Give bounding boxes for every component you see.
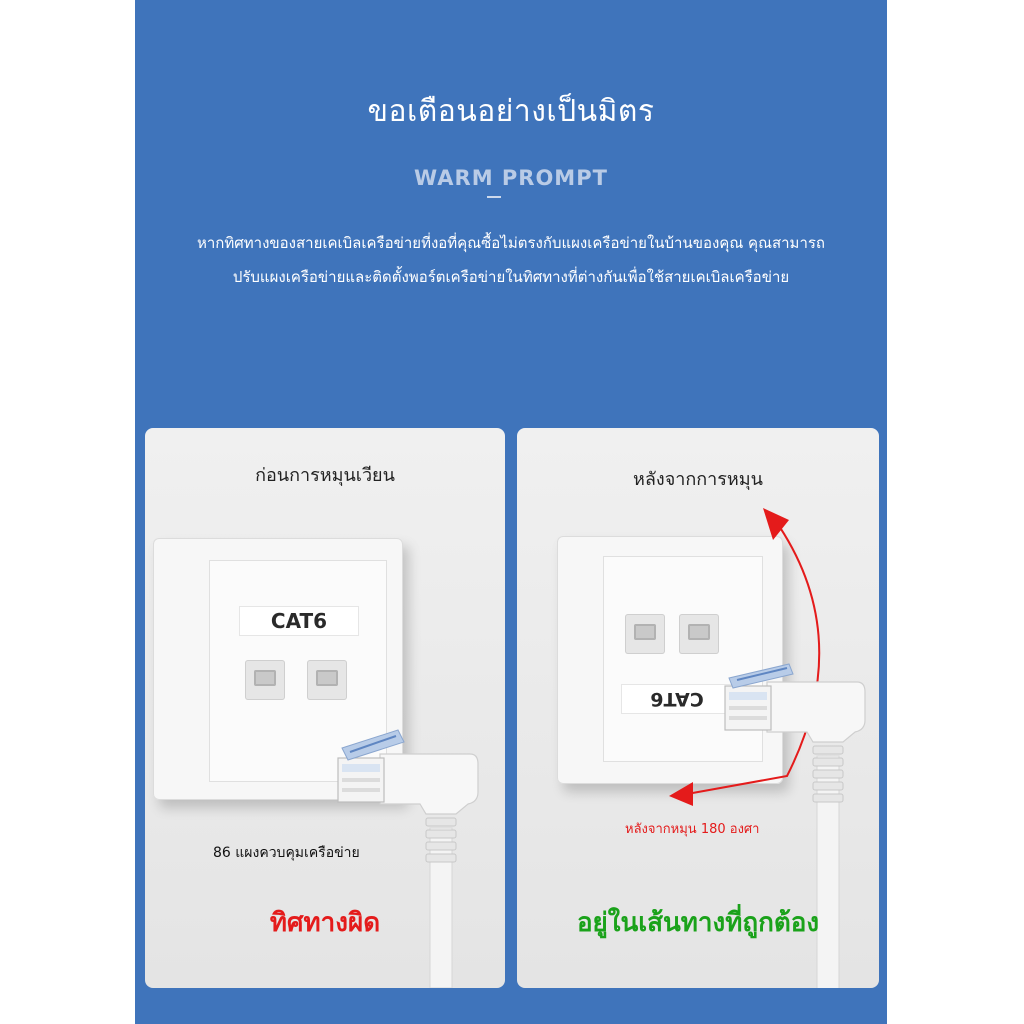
- warm-prompt-poster: ขอเตือนอย่างเป็นมิตร WARM PROMPT หากทิศท…: [135, 0, 887, 1024]
- subtitle-underline: [487, 196, 501, 198]
- rj45-jack-icon: [625, 614, 665, 654]
- after-rotation-title: หลังจากการหมุน: [633, 469, 763, 490]
- rotation-note: หลังจากหมุน 180 องศา: [625, 822, 760, 837]
- page-subtitle: WARM PROMPT: [414, 166, 608, 190]
- panel-caption: 86 แผงควบคุมเครือข่าย: [213, 845, 360, 861]
- cat6-label: CAT6: [239, 606, 359, 636]
- page-title: ขอเตือนอย่างเป็นมิตร: [367, 94, 655, 129]
- correct-direction-verdict: อยู่ในเส้นทางที่ถูกต้อง: [576, 908, 820, 938]
- description-line-2: ปรับแผงเครือข่ายและติดตั้งพอร์ตเครือข่าย…: [232, 268, 790, 286]
- rj45-jack-icon: [679, 614, 719, 654]
- angled-ethernet-plug-icon: [724, 663, 866, 988]
- before-rotation-card: ก่อนการหมุนเวียน CAT6: [145, 428, 505, 988]
- rj45-jack-icon: [245, 660, 285, 700]
- wall-plate-inner-frame: CAT6: [209, 560, 387, 782]
- network-wall-plate-rotated: CAT6: [557, 536, 783, 784]
- after-rotation-card: หลังจากการหมุน CAT6: [517, 428, 879, 988]
- description-line-1: หากทิศทางของสายเคเบิลเครือข่ายที่งอที่คุ…: [196, 234, 826, 252]
- rotation-arrow-icon: [669, 508, 821, 806]
- rj45-jack-icon: [307, 660, 347, 700]
- wrong-direction-verdict: ทิศทางผิด: [269, 908, 381, 938]
- description: หากทิศทางของสายเคเบิลเครือข่ายที่งอที่คุ…: [155, 226, 867, 294]
- angled-ethernet-plug-icon: [337, 729, 479, 988]
- before-rotation-title: ก่อนการหมุนเวียน: [255, 465, 395, 486]
- network-wall-plate: CAT6: [153, 538, 403, 800]
